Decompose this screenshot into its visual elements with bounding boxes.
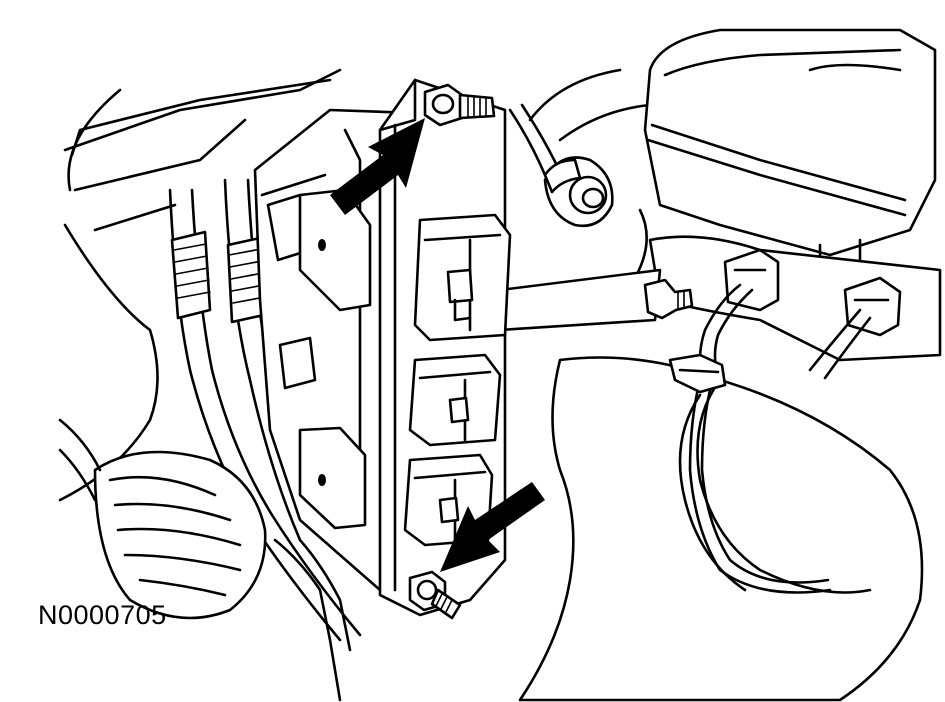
electrical-connectors (403, 213, 512, 547)
upper-mounting-bolt (423, 83, 496, 127)
firewall-structure (58, 68, 652, 502)
wiring-boot (58, 418, 267, 620)
master-cylinder (648, 235, 942, 387)
fluid-reservoir (643, 28, 937, 276)
brake-booster (518, 356, 924, 702)
lower-bolt-arrow (440, 482, 545, 572)
figure-id-label: N0000705 (38, 600, 167, 630)
left-hoses (168, 178, 362, 702)
lower-mounting-bolt (408, 570, 462, 620)
grommet-harness (508, 103, 614, 228)
bracket-stud (498, 268, 694, 332)
upper-bolt-arrow (330, 118, 425, 215)
brake-line-with-clip (668, 353, 832, 594)
bracket-tabs (298, 188, 372, 530)
